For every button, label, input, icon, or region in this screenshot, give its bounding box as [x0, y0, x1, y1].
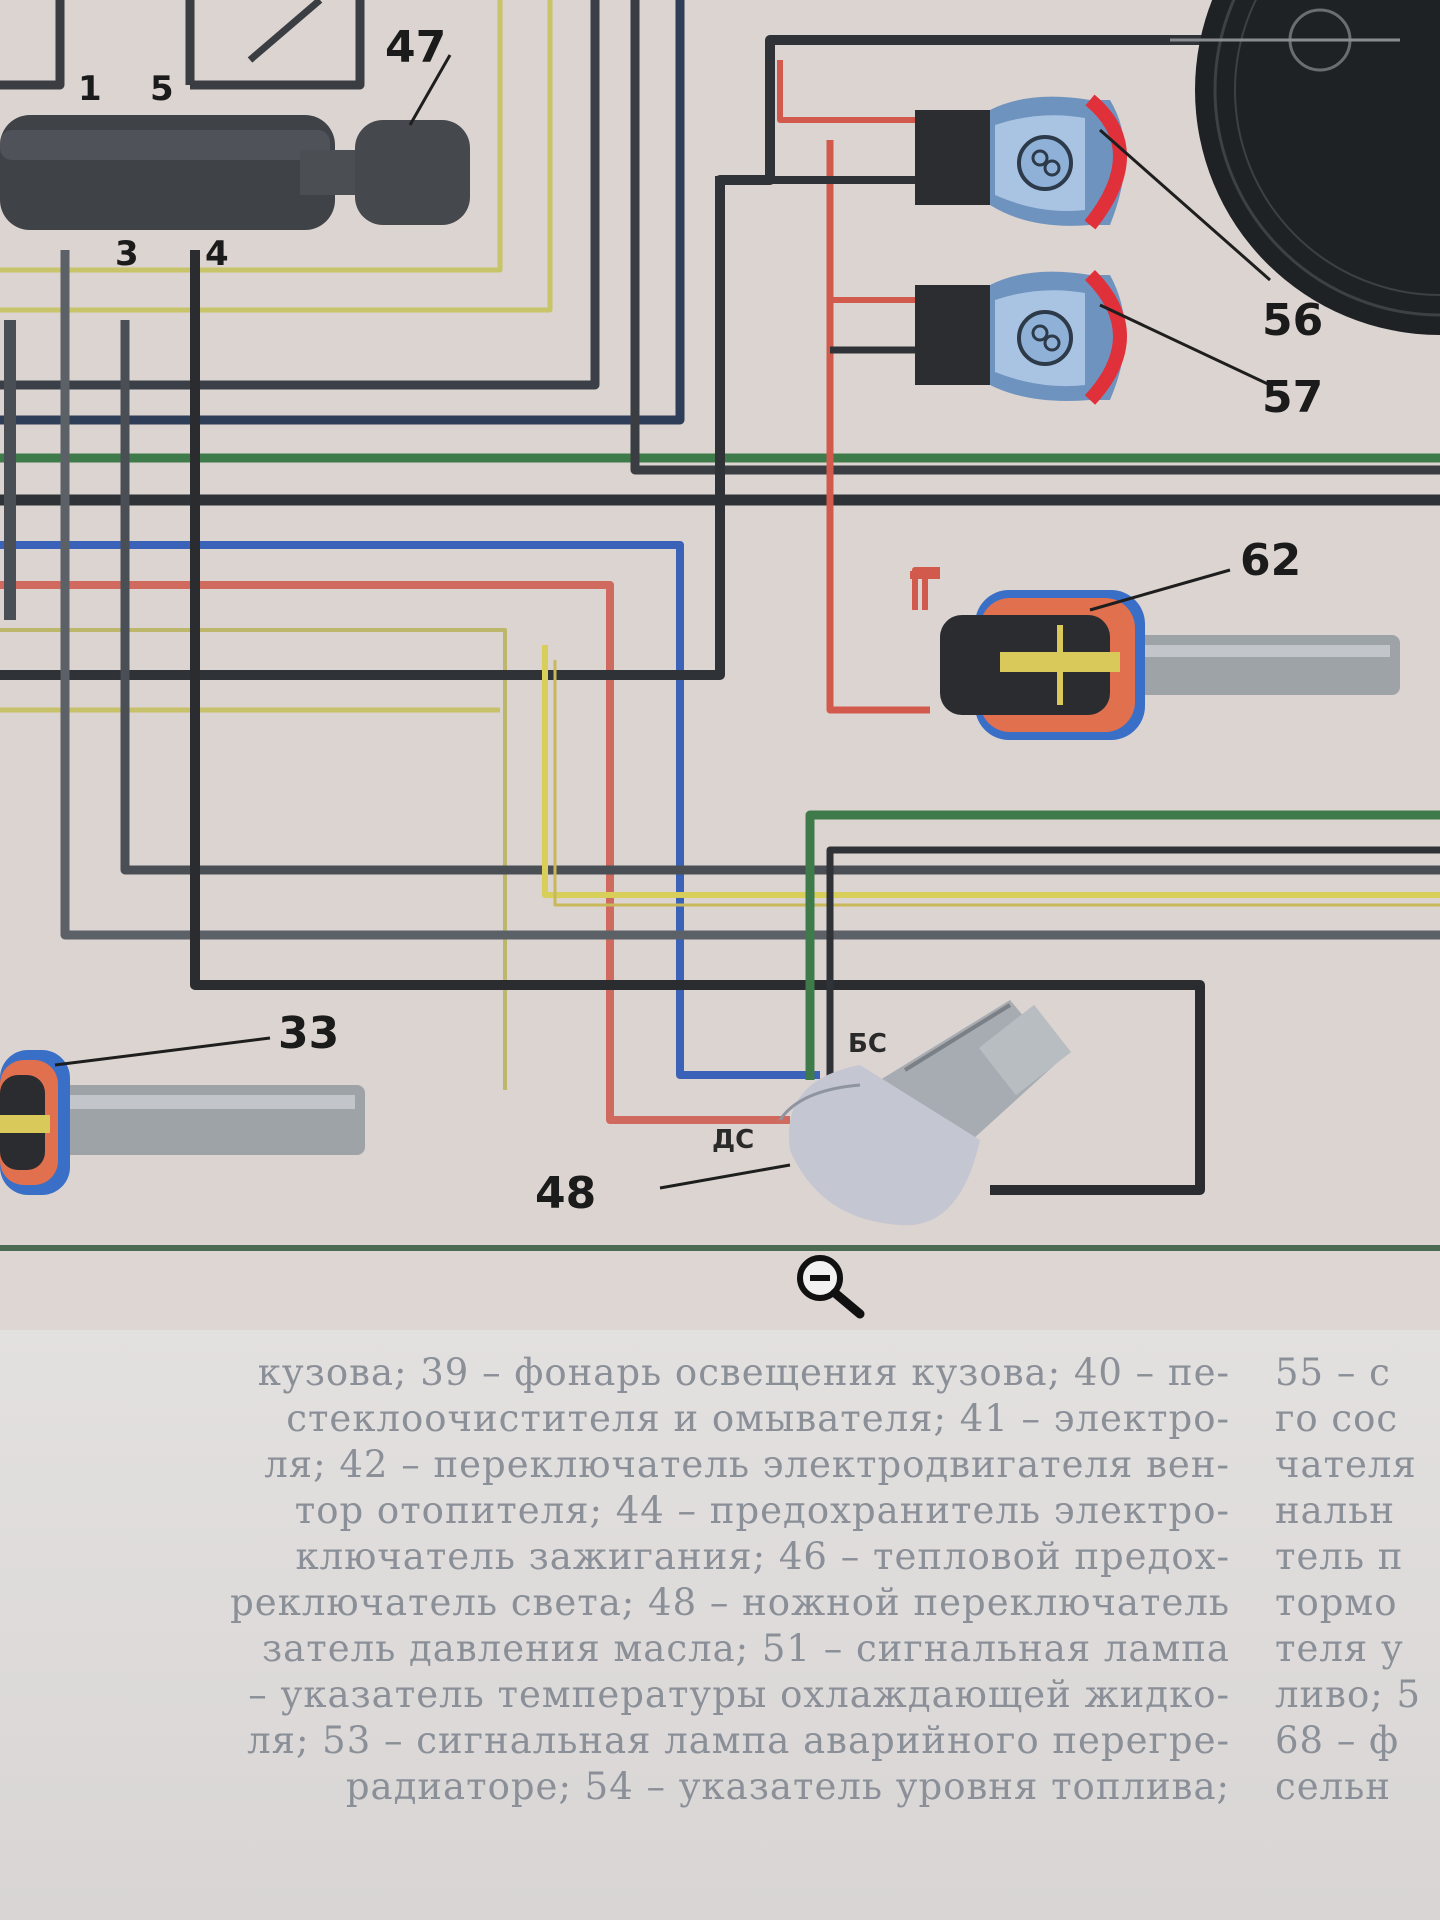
- pin-1-label: 1: [78, 69, 102, 109]
- legend-line-left: – указатель температуры охлаждающей жидк…: [248, 1673, 1230, 1716]
- zoom-out-icon[interactable]: [790, 1250, 880, 1320]
- lamp-57: [915, 270, 1127, 405]
- terminal-bs-label: БС: [848, 1029, 887, 1059]
- legend-line-right: нальн: [1275, 1489, 1396, 1532]
- legend-line-right: сельн: [1275, 1765, 1391, 1808]
- legend-text: кузова; 39 – фонарь освещения кузова; 40…: [0, 1330, 1440, 1920]
- callout-56: 56: [1262, 295, 1323, 346]
- component-47-switch: [0, 54, 470, 230]
- terminal-ds-label: ДС: [712, 1125, 754, 1155]
- leader-57: [1099, 303, 1271, 387]
- wire-bundle: [0, 0, 1440, 1195]
- legend-line-right: ливо; 5: [1275, 1673, 1422, 1716]
- legend-line-left: реключатель света; 48 – ножной переключа…: [230, 1581, 1230, 1624]
- sensor-62: [910, 568, 1400, 740]
- wiring-diagram: 1 5 3 4 47 56 57 62 33 48 БС ДС: [0, 0, 1440, 1226]
- callout-57: 57: [1262, 372, 1323, 423]
- callout-62: 62: [1240, 535, 1301, 586]
- sensor-33: [0, 1036, 365, 1195]
- leader-56: [1099, 128, 1271, 282]
- lamp-56: [915, 94, 1127, 230]
- legend-line-left: тор отопителя; 44 – предохранитель элект…: [294, 1489, 1230, 1532]
- legend-line-right: го сос: [1275, 1397, 1399, 1440]
- legend-line-right: тель п: [1275, 1535, 1404, 1578]
- callout-47: 47: [385, 22, 446, 73]
- legend-line-left: ля; 53 – сигнальная лампа аварийного пер…: [247, 1719, 1230, 1762]
- legend-line-right: теля у: [1275, 1627, 1404, 1670]
- pin-3-label: 3: [115, 234, 139, 274]
- legend-line-left: радиаторе; 54 – указатель уровня топлива…: [345, 1765, 1230, 1808]
- legend-line-left: ключатель зажигания; 46 – тепловой предо…: [295, 1535, 1230, 1578]
- legend-line-right: 55 – с: [1275, 1351, 1391, 1394]
- gauge-dial: [1170, 0, 1440, 335]
- legend-line-left: затель давления масла; 51 – сигнальная л…: [262, 1627, 1230, 1670]
- divider: [0, 1245, 1440, 1251]
- legend-line-right: 68 – ф: [1275, 1719, 1400, 1762]
- callout-33: 33: [278, 1008, 339, 1059]
- pin-5-label: 5: [150, 69, 174, 109]
- callout-48: 48: [535, 1168, 596, 1219]
- legend-line-right: чателя: [1275, 1443, 1417, 1486]
- legend-line-left: кузова; 39 – фонарь освещения кузова; 40…: [257, 1351, 1230, 1394]
- legend-column-left: кузова; 39 – фонарь освещения кузова; 40…: [0, 1350, 1230, 1810]
- foot-switch-48: [659, 1000, 1072, 1226]
- pin-4-label: 4: [205, 234, 229, 274]
- legend-line-left: стеклоочистителя и омывателя; 41 – элект…: [286, 1397, 1230, 1440]
- legend-line-left: ля; 42 – переключатель электродвигателя …: [264, 1443, 1230, 1486]
- legend-line-right: тормо: [1275, 1581, 1398, 1624]
